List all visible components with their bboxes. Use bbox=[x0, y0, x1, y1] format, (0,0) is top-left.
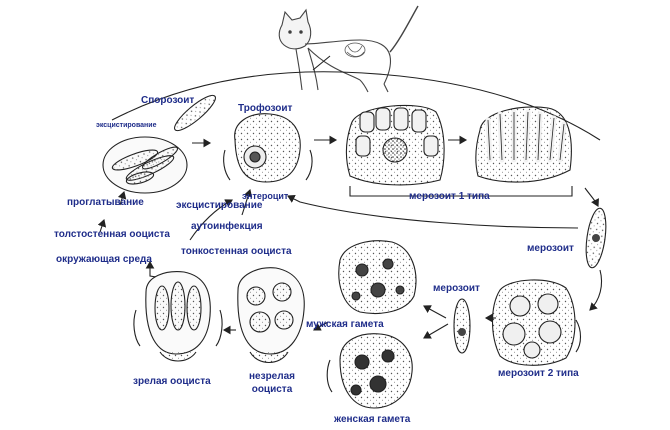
label-merozoite-right: мерозоит bbox=[527, 243, 574, 254]
female-gamete-cell bbox=[326, 333, 413, 409]
label-merozoite-mid: мерозоит bbox=[433, 283, 480, 294]
ingested-oocyst bbox=[102, 136, 188, 194]
label-environment: окружающая среда bbox=[56, 254, 152, 265]
label-thick-oocyst: толстостенная ооциста bbox=[54, 229, 170, 240]
meront-type1-a bbox=[345, 104, 445, 186]
label-excystation: эксцистирование bbox=[176, 200, 263, 211]
label-thin-oocyst: тонкостенная ооциста bbox=[181, 246, 292, 257]
label-male-gamete: мужская гамета bbox=[306, 319, 384, 330]
label-ingestion: проглатывание bbox=[67, 197, 144, 208]
label-female-gamete: женская гамета bbox=[334, 414, 411, 425]
immature-oocyst-cell bbox=[237, 267, 305, 364]
label-autoinfection: аутоинфекция bbox=[191, 221, 263, 232]
merozoite-type1-bracket bbox=[349, 186, 573, 197]
label-enterocyte: энтероцит bbox=[242, 191, 289, 201]
label-excystation-small: эксцистирование bbox=[96, 122, 157, 129]
label-merozoite-type1: мерозоит 1 типа bbox=[409, 191, 490, 202]
cycle-arrows bbox=[97, 135, 603, 339]
merozoite-cell-right bbox=[585, 207, 607, 269]
meront-type1-b bbox=[475, 106, 572, 183]
sporozoite-cell bbox=[174, 94, 216, 132]
label-sporozoite: Спорозоит bbox=[141, 95, 195, 106]
label-immature-oocyst-line1: незрелая bbox=[249, 371, 295, 382]
mature-oocyst-cell bbox=[133, 271, 223, 362]
male-gamete-cell bbox=[338, 240, 417, 314]
label-mature-oocyst: зрелая ооциста bbox=[133, 376, 211, 387]
label-merozoite-type2: мерозоит 2 типа bbox=[498, 368, 579, 379]
label-trophozoite: Трофозоит bbox=[238, 103, 293, 114]
label-immature-oocyst-line2: ооциста bbox=[251, 384, 293, 395]
cycle-arc bbox=[111, 55, 601, 141]
cat-icon bbox=[278, 5, 419, 93]
merozoite-cell-mid bbox=[453, 298, 471, 354]
meront-type2 bbox=[492, 279, 582, 366]
trophozoite-cell bbox=[223, 113, 313, 183]
